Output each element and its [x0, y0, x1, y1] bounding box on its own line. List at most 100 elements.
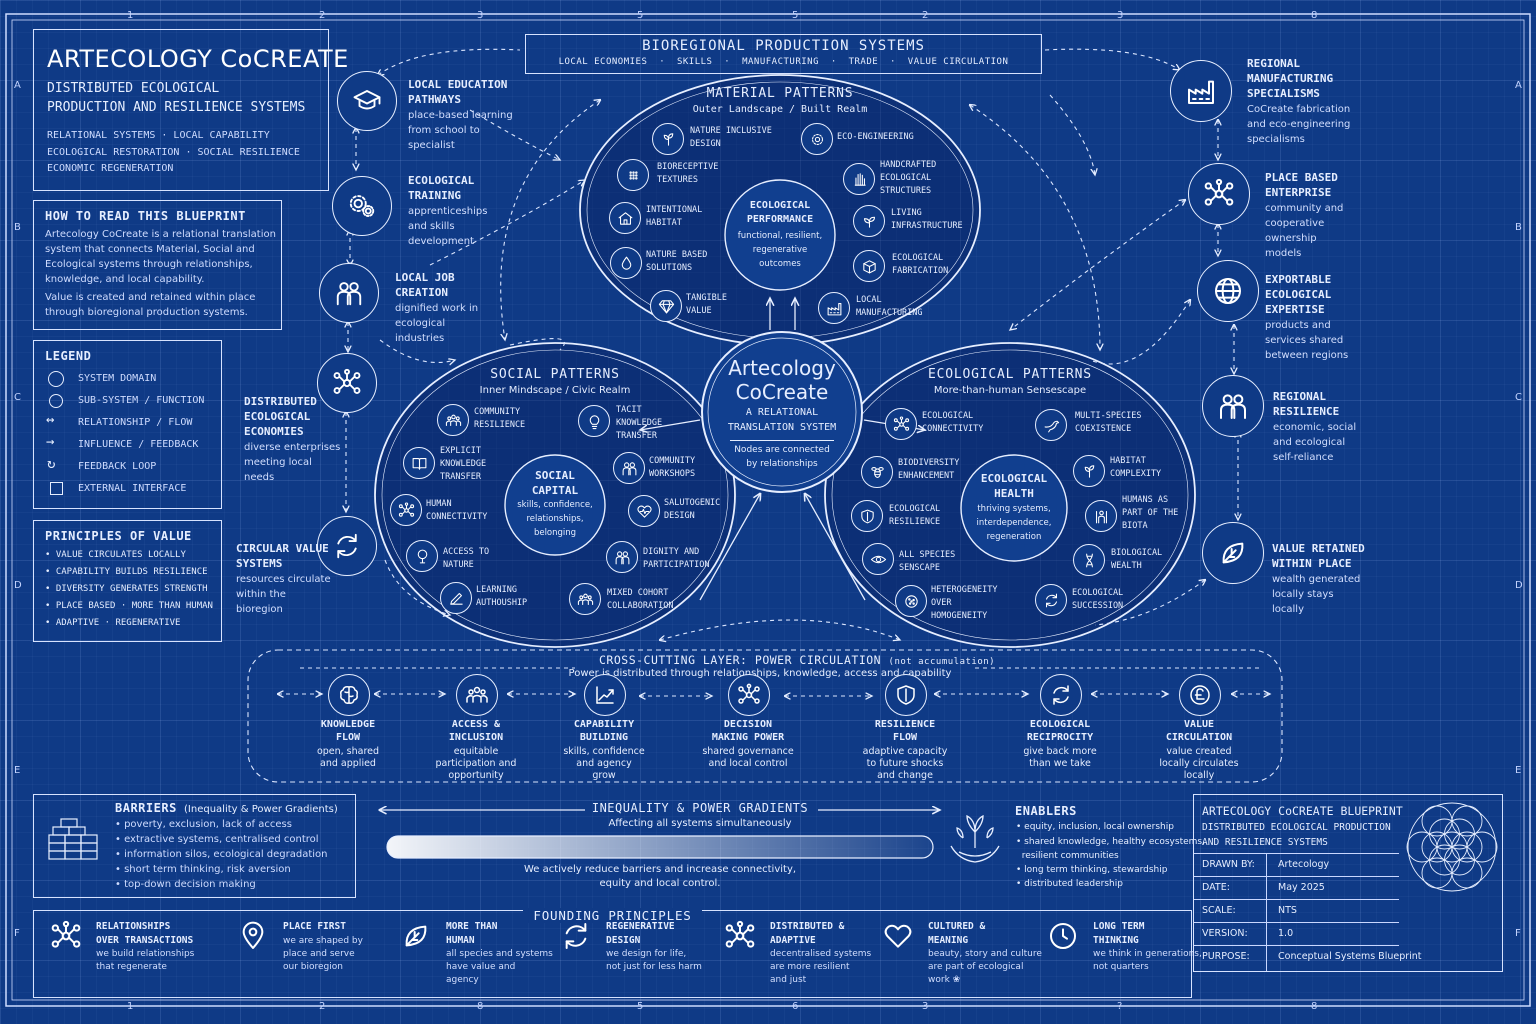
founding-item-title: DESIGN	[606, 935, 641, 946]
pattern-item-label: TRANSFER	[440, 472, 481, 482]
legend-item: EXTERNAL INTERFACE	[78, 483, 187, 494]
pattern-item-label: INFRASTRUCTURE	[891, 221, 963, 231]
pattern-item-label: SUCCESSION	[1072, 601, 1124, 611]
grid-ref-col: 1	[127, 10, 134, 21]
barriers-note: (Inequality & Power Gradients)	[184, 804, 338, 815]
pattern-item-label: RESILIENCE	[889, 517, 941, 527]
node-title: EXPERTISE	[1265, 303, 1325, 316]
founding-item-title: ADAPTIVE	[770, 935, 816, 946]
material-center-title: PERFORMANCE	[746, 214, 814, 225]
pattern-item-label: KNOWLEDGE	[440, 459, 487, 469]
people-icon	[1202, 375, 1264, 437]
node-title: CIRCULAR VALUE	[236, 542, 329, 555]
bulb-icon	[578, 405, 610, 437]
bioregional-banner: BIOREGIONAL PRODUCTION SYSTEMS LOCAL ECO…	[525, 34, 1042, 74]
founding-item-title: THINKING	[1093, 935, 1139, 946]
node-desc: apprenticeships	[408, 206, 488, 217]
pattern-item-label: INTENTIONAL	[646, 205, 703, 215]
enabler-item: • equity, inclusion, local ownership	[1016, 822, 1174, 832]
node-title: VALUE RETAINED	[1272, 542, 1365, 555]
ecological-center-title: HEALTH	[994, 487, 1034, 500]
grid-ref-row: E	[14, 765, 21, 776]
network-icon	[728, 674, 770, 716]
tags-2: ECOLOGICAL RESTORATION · SOCIAL RESILIEN…	[47, 147, 300, 158]
founding-item-desc: we are shaped by	[283, 936, 363, 946]
node-desc: meeting local	[244, 457, 312, 468]
barrier-item: • extractive systems, centralised contro…	[115, 834, 319, 845]
pattern-item-label: DESIGN	[690, 139, 721, 149]
box-icon	[853, 250, 885, 282]
heart-icon	[880, 918, 916, 954]
node-desc: ownership	[1265, 233, 1317, 244]
pattern-item-label: PARTICIPATION	[643, 560, 710, 570]
grid-ref-col: 3	[477, 10, 484, 21]
grid-ref-col: 5	[637, 1001, 644, 1012]
node-desc: CoCreate fabrication	[1247, 104, 1351, 115]
power-subtitle: Power is distributed through relationshi…	[568, 668, 952, 679]
founding-item-desc: not quarters	[1093, 962, 1149, 972]
grid-ref-col: 1	[127, 1001, 134, 1012]
founding-item-title: HUMAN	[446, 935, 475, 946]
title-card-value: May 2025	[1278, 882, 1325, 893]
node-desc: cooperative	[1265, 218, 1325, 229]
power-item-desc: skills, confidence	[563, 746, 645, 757]
pattern-item-label: KNOWLEDGE	[616, 418, 663, 428]
node-desc: place-based learning	[408, 110, 513, 121]
founding-item-title: DISTRIBUTED &	[770, 921, 845, 932]
power-item-desc: than we take	[1029, 758, 1091, 769]
barriers-panel: BARRIERS (Inequality & Power Gradients) …	[33, 794, 356, 898]
pattern-item-label: MANUFACTURING	[856, 308, 923, 318]
pattern-item-label: COMPLEXITY	[1110, 469, 1162, 479]
pattern-item-label: FABRICATION	[892, 266, 949, 276]
title-card-subtitle: AND RESILIENCE SYSTEMS	[1202, 837, 1328, 848]
node-title: ENTERPRISE	[1265, 186, 1332, 199]
shield-icon	[885, 674, 927, 716]
inequality-note: equity and local control.	[599, 878, 721, 889]
founding-item-desc: place and serve	[283, 949, 355, 959]
grid-ref-col: ?	[1117, 1001, 1123, 1012]
grid-ref-col: 8	[1311, 10, 1318, 21]
power-item-desc: and applied	[320, 758, 376, 769]
social-subtitle: Inner Mindscape / Civic Realm	[479, 385, 631, 396]
network-icon	[1188, 163, 1250, 225]
ecological-center-text: interdependence,	[976, 518, 1052, 528]
node-title: RESILIENCE	[1273, 405, 1340, 418]
node-title: EXPORTABLE	[1265, 273, 1332, 286]
pattern-item-label: ECOLOGICAL	[892, 253, 944, 263]
power-item-title: RECIPROCITY	[1026, 732, 1094, 743]
pattern-item-label: TANGIBLE	[686, 293, 727, 303]
table-divider	[1266, 853, 1267, 971]
grid-ref-col: 2	[319, 10, 326, 21]
pattern-item-label: COLLABORATION	[607, 601, 674, 611]
pen-icon	[440, 582, 472, 614]
pattern-item-label: EXPLICIT	[440, 446, 481, 456]
influence-arrow-icon: →	[46, 434, 55, 450]
pattern-item-label: OVER	[931, 598, 952, 608]
founding-item-title: MEANING	[928, 935, 969, 946]
founding-item-desc: our bioregion	[283, 962, 343, 972]
inequality-title: INEQUALITY & POWER GRADIENTS	[591, 801, 809, 815]
network-icon	[48, 918, 84, 954]
gear-icon	[801, 123, 833, 155]
power-title-row: CROSS-CUTTING LAYER: POWER CIRCULATION (…	[599, 653, 995, 668]
title-card-key: DRAWN BY:	[1202, 859, 1255, 870]
founding-title-wrap: FOUNDING PRINCIPLES	[34, 905, 1191, 925]
node-title: MANUFACTURING	[1247, 72, 1334, 85]
grid-ref-row: A	[1515, 80, 1522, 91]
legend-panel: LEGEND SYSTEM DOMAIN SUB-SYSTEM / FUNCTI…	[33, 340, 222, 509]
pattern-item-label: RESILIENCE	[474, 420, 526, 430]
grid-ref-row: E	[1515, 765, 1522, 776]
ecological-subtitle: More-than-human Sensescape	[933, 385, 1087, 396]
pattern-item-label: ECOLOGICAL	[889, 504, 941, 514]
pattern-item-label: SOLUTIONS	[646, 263, 693, 273]
node-desc: products and	[1265, 320, 1331, 331]
pattern-item-label: LIVING	[891, 208, 922, 218]
node-desc: ecological	[395, 318, 446, 329]
founding-item-desc: are part of ecological	[928, 962, 1024, 972]
principle-item: • VALUE CIRCULATES LOCALLY	[45, 550, 186, 560]
cycle-icon	[1040, 674, 1082, 716]
node-desc: diverse enterprises	[244, 442, 341, 453]
grid-ref-col: 6	[792, 1001, 799, 1012]
leaf-plant-icon	[652, 123, 684, 155]
